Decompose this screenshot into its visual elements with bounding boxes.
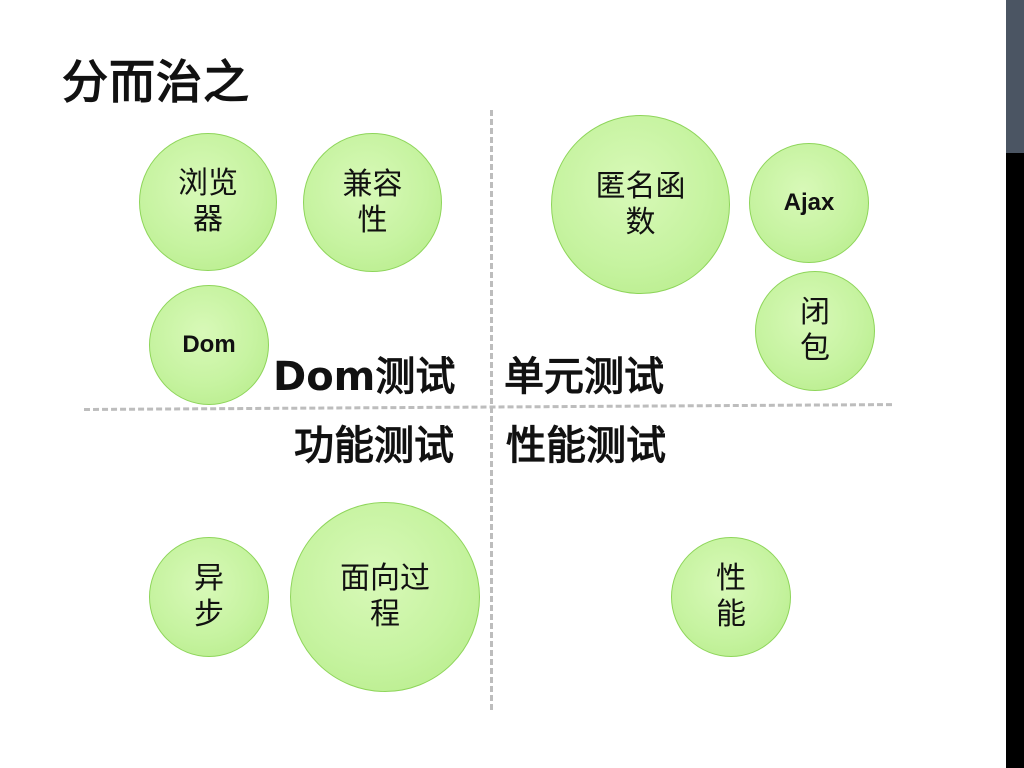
bubble-anonymous-function-label: 匿名函 数: [595, 168, 686, 240]
bubble-browser: 浏览 器: [139, 133, 277, 271]
bubble-dom-label: Dom: [182, 331, 236, 358]
bubble-async: 异 步: [149, 537, 269, 657]
bubble-closure: 闭 包: [755, 271, 875, 391]
side-bar: [1006, 0, 1024, 768]
side-bar-accent: [1006, 0, 1024, 153]
bubble-performance: 性 能: [671, 537, 791, 657]
quadrant-label-functional-testing: 功能测试: [294, 423, 454, 469]
bubble-browser-label: 浏览 器: [178, 166, 238, 237]
bubble-ajax-label: Ajax: [783, 189, 835, 216]
bubble-closure-label: 闭 包: [800, 295, 830, 366]
quadrant-label-unit-testing: 单元测试: [504, 354, 664, 400]
bubble-performance-label: 性 能: [716, 561, 746, 632]
page-title: 分而治之: [62, 55, 250, 109]
vertical-divider: [490, 110, 493, 710]
bubble-dom: Dom: [149, 285, 269, 405]
bubble-anonymous-function: 匿名函 数: [551, 115, 730, 294]
quadrant-label-performance-testing: 性能测试: [506, 423, 666, 469]
quadrant-label-dom-testing: Dom测试: [273, 354, 456, 400]
bubble-procedural-label: 面向过 程: [340, 561, 430, 632]
bubble-async-label: 异 步: [194, 561, 224, 632]
bubble-compatibility-label: 兼容 性: [342, 166, 403, 238]
bubble-compatibility: 兼容 性: [303, 133, 442, 272]
bubble-ajax: Ajax: [749, 143, 869, 263]
bubble-procedural: 面向过 程: [290, 502, 480, 692]
